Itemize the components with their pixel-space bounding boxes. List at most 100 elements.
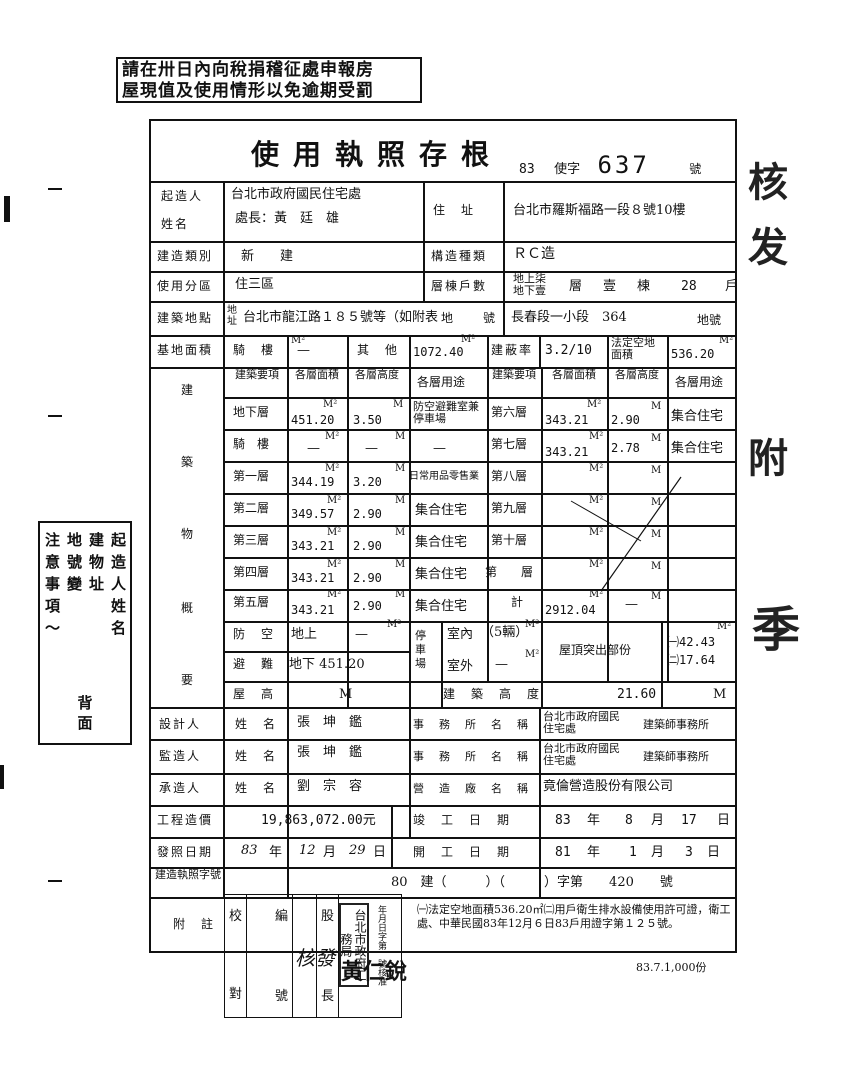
- floors-ceng: 層: [569, 279, 583, 294]
- side-note-col-1: 注意事項〜: [44, 531, 60, 637]
- parking-indoor-value: （5輛）: [481, 625, 529, 640]
- page-title: 使用執照存根: [251, 138, 504, 171]
- unit-m: M: [651, 561, 662, 572]
- unit-m2: M²: [327, 589, 342, 600]
- building-height-value: 21.60: [617, 687, 657, 702]
- complete-month: 8: [625, 813, 633, 828]
- owner-label-2: 姓名: [161, 217, 190, 231]
- seal-col-3: 股: [321, 909, 335, 924]
- designer-name-label: 姓 名: [235, 717, 278, 731]
- margin-mark: [48, 188, 62, 190]
- floor-row-use: 日常用品零售業: [409, 471, 479, 482]
- floor-row-use: 集合住宅: [415, 567, 468, 582]
- seal-signature: 核發: [295, 946, 335, 970]
- roof-2: ㈡17.64: [667, 653, 716, 667]
- floor-row-name: 第七層: [491, 437, 528, 451]
- parking-outdoor-value: —: [495, 657, 508, 672]
- side-note-col-3: 建物址: [88, 531, 104, 593]
- seal-col-1b: 對: [229, 987, 243, 1002]
- unit-m2: M²: [325, 431, 340, 442]
- unit-m: M: [651, 433, 662, 444]
- unit-m: M: [651, 591, 662, 602]
- lot-value: 長春段一小段 364: [511, 310, 627, 325]
- summary-side-1: 建: [181, 383, 196, 397]
- start-yue: 月: [651, 845, 665, 860]
- floor-row-height: —: [625, 597, 638, 612]
- floor-row-name: 第一層: [233, 469, 270, 483]
- permit-ref-label: 建造執照字號: [155, 868, 221, 881]
- shelter-above: 地上: [291, 627, 318, 642]
- hdr-area-right: 各層面積: [552, 368, 596, 381]
- unit-m: M: [393, 399, 404, 410]
- side-note-col-2: 地號變: [66, 531, 82, 593]
- roof-height-label: 屋 高: [233, 687, 276, 701]
- floor-row-area: 451.20: [291, 413, 335, 427]
- zone-value: 住三區: [235, 277, 275, 292]
- unit-m2: M²: [525, 649, 540, 660]
- building-height-label: 建 築 高 度: [443, 687, 542, 701]
- parking-indoor: 室內: [447, 627, 474, 642]
- unit-m2: M²: [327, 559, 342, 570]
- contractor-name: 劉 宗 容: [297, 779, 363, 794]
- unit-m2: M²: [589, 431, 604, 442]
- issue-month: 12: [299, 843, 316, 858]
- unit-m2: M²: [325, 463, 340, 474]
- floor-row-name: 第九層: [491, 501, 528, 515]
- supervisor-name-label: 姓 名: [235, 749, 278, 763]
- hdr-height-left: 各層高度: [355, 368, 399, 381]
- complete-label: 竣 工 日 期: [413, 813, 512, 827]
- other-unit: M²: [461, 334, 476, 345]
- right-margin-char: 核: [748, 159, 788, 206]
- unit-m2: M²: [327, 527, 342, 538]
- designer-name: 張 坤 鑑: [297, 715, 363, 730]
- unit-m2: M²: [589, 559, 604, 570]
- complete-nian: 年: [587, 813, 601, 828]
- floor-row-name: 第三層: [233, 533, 270, 547]
- arcade-unit: M²: [291, 335, 306, 346]
- firm-label: 營 造 廠 名 稱: [413, 782, 530, 795]
- margin-mark: [0, 765, 4, 789]
- summary-side-5: 要: [181, 673, 196, 687]
- permit-year: 83: [519, 162, 535, 177]
- unit-m: M: [395, 431, 406, 442]
- hdr-use-right: 各層用途: [675, 375, 724, 389]
- side-note-col-4: 起造人姓名: [110, 531, 126, 637]
- cost-label: 工程造價: [157, 813, 214, 827]
- hdr-area-left: 各層面積: [295, 368, 339, 381]
- floor-row-use: 集合住宅: [415, 503, 468, 518]
- print-note: 83.7.1,000份: [636, 961, 707, 974]
- floors-label: 層棟戶數: [431, 279, 488, 293]
- right-margin-char: 季: [752, 602, 801, 658]
- struct-value: ＲＣ造: [513, 246, 555, 262]
- floor-row-area: 343.21: [291, 539, 335, 553]
- build-type-label: 建造類別: [157, 249, 214, 263]
- complete-day: 17: [681, 813, 697, 828]
- floor-row-height: 3.50: [353, 413, 382, 427]
- site-prefix: 地址: [227, 305, 237, 327]
- arcade-label: 騎 樓: [233, 343, 276, 357]
- floor-row-name: 騎 樓: [233, 437, 270, 451]
- note-label: 附 註: [173, 917, 216, 931]
- seal-col-3b: 長: [321, 989, 335, 1004]
- issue-day: 29: [349, 843, 366, 858]
- unit-m2: M²: [717, 621, 732, 632]
- evac-label: 避 難: [233, 657, 276, 671]
- right-margin-char: 发: [748, 224, 788, 271]
- hu-label: 戶: [725, 279, 739, 294]
- floor-row-use: 集合住宅: [415, 535, 468, 550]
- floor-row-area: —: [307, 441, 320, 456]
- contractor-name-label: 姓 名: [235, 781, 278, 795]
- open-value: 536.20: [671, 347, 715, 361]
- floor-row-name: 第四層: [233, 565, 270, 579]
- unit-m2: M²: [387, 619, 402, 630]
- unit-m2: M²: [589, 589, 604, 600]
- other-label: 其 他: [357, 343, 400, 357]
- complete-ri: 日: [717, 813, 731, 828]
- right-margin-char: 附: [748, 435, 788, 482]
- seal-cell: [293, 895, 317, 1017]
- floor-row-area: 343.21: [545, 413, 589, 427]
- start-label: 開 工 日 期: [413, 845, 512, 859]
- shelter-dash: —: [355, 627, 368, 642]
- unit-m2: M²: [589, 527, 604, 538]
- floor-row-area: 2912.04: [545, 603, 596, 617]
